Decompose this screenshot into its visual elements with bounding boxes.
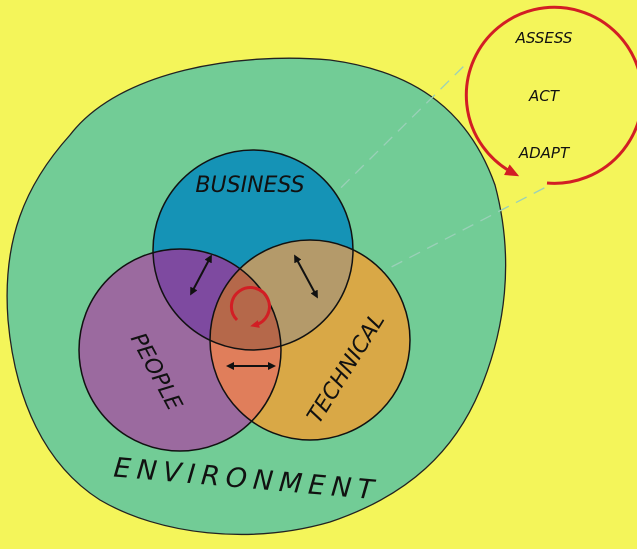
cycle-step-assess: ASSESS <box>515 29 573 47</box>
cycle-step-adapt: ADAPT <box>518 144 571 162</box>
cycle-ring <box>464 5 637 185</box>
business-people-arrow <box>190 254 212 296</box>
center-cycle-icon <box>229 286 271 328</box>
technical-outline <box>209 239 411 441</box>
people-outline <box>78 248 282 452</box>
business-technical-arrow <box>294 254 318 299</box>
business-label: BUSINESS <box>195 173 304 198</box>
cycle-step-act: ACT <box>528 87 561 105</box>
